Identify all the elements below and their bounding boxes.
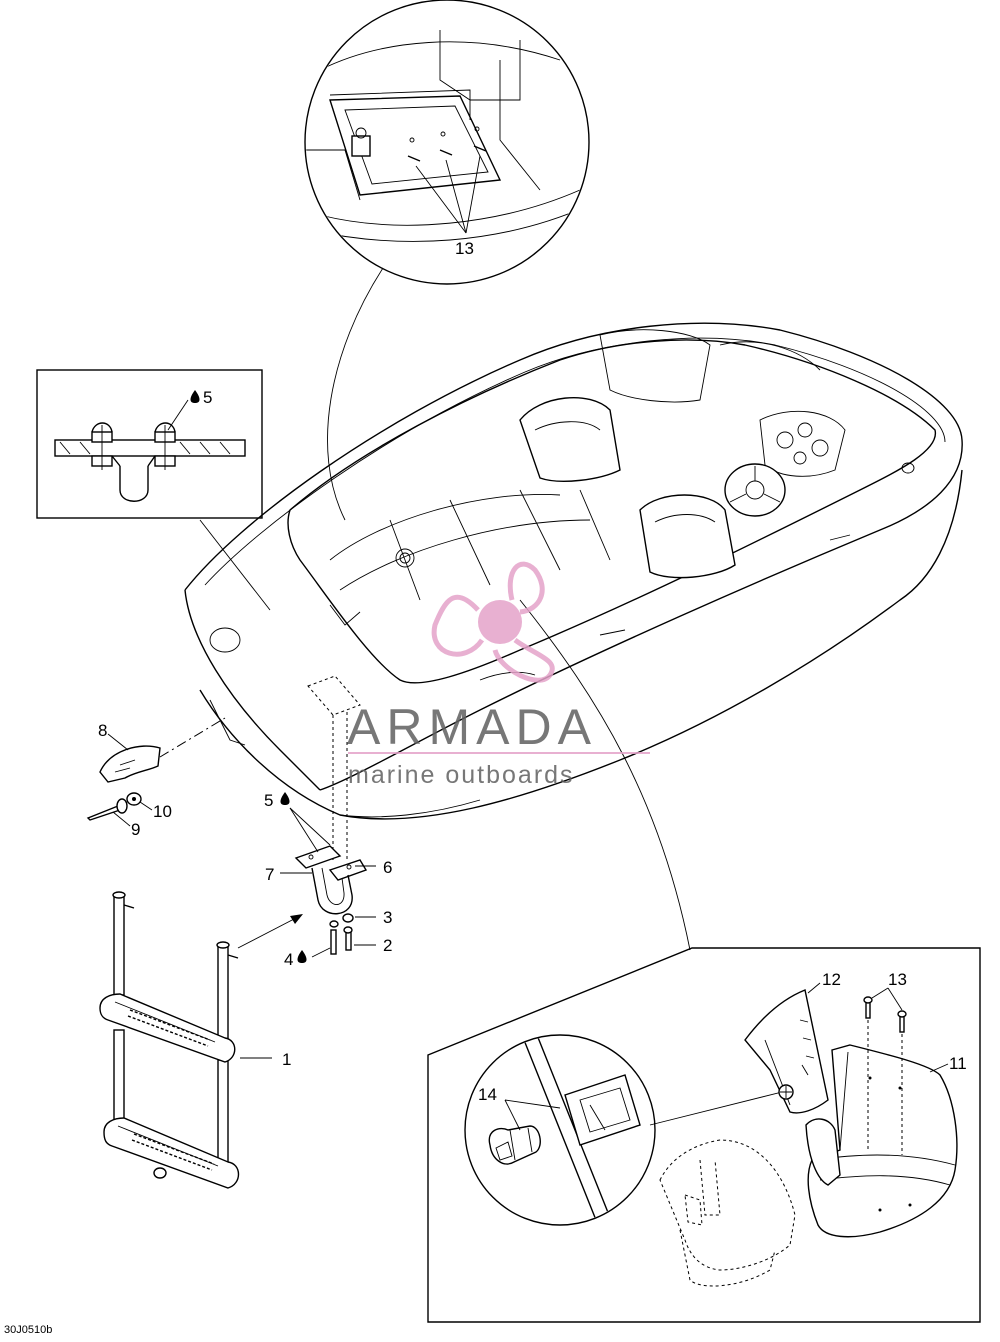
drop-icon bbox=[297, 950, 307, 963]
drop-icon bbox=[280, 792, 290, 805]
propeller-icon bbox=[431, 561, 555, 683]
callout-3: 3 bbox=[383, 908, 392, 927]
ladder-mount-plate bbox=[307, 675, 361, 860]
part-9-rivet: 9 bbox=[86, 798, 140, 839]
part-5-glue-callout: 5 bbox=[264, 791, 331, 853]
upper-step-grip bbox=[127, 1009, 211, 1047]
leader-top-detail bbox=[327, 267, 384, 521]
leader-bottom-detail bbox=[519, 599, 691, 951]
watermark-brand: ARMADA bbox=[347, 699, 597, 755]
callout-1: 1 bbox=[282, 1050, 291, 1069]
drawing-code: 30J0510b bbox=[4, 1324, 52, 1336]
callout-5-mid: 5 bbox=[264, 791, 273, 810]
callout-2: 2 bbox=[383, 936, 392, 955]
callout-9: 9 bbox=[131, 820, 140, 839]
part-11-cover: 11 bbox=[805, 1044, 967, 1238]
callout-12: 12 bbox=[822, 970, 841, 989]
callout-8: 8 bbox=[98, 721, 107, 740]
callout-4: 4 bbox=[284, 950, 293, 969]
callout-6: 6 bbox=[383, 858, 392, 877]
callout-11: 11 bbox=[949, 1054, 967, 1073]
leader-section-box bbox=[199, 519, 271, 611]
part-8-bumper: 8 bbox=[98, 717, 226, 783]
lower-step-grip bbox=[131, 1133, 215, 1171]
drop-icon bbox=[190, 390, 200, 403]
callout-13-bottom: 13 bbox=[888, 970, 907, 989]
callout-10: 10 bbox=[153, 802, 172, 821]
watermark: ARMADA marine outboards bbox=[347, 561, 650, 789]
console-outline-dotted bbox=[659, 1139, 796, 1287]
callout-13-top: 13 bbox=[455, 239, 474, 258]
callout-7: 7 bbox=[265, 865, 274, 884]
part-2-screw: 2 bbox=[343, 926, 392, 955]
part-13-screws: 13 bbox=[863, 970, 907, 1155]
assembly-arrow bbox=[237, 914, 303, 949]
part-1-ladder: 1 bbox=[99, 891, 291, 1189]
watermark-tagline: marine outboards bbox=[348, 761, 575, 789]
part-10-washer: 10 bbox=[126, 792, 172, 821]
part-12-panel: 12 bbox=[744, 970, 841, 1114]
callout-5-top: 5 bbox=[203, 388, 212, 407]
part-4-screw: 4 bbox=[284, 920, 339, 969]
part-3-washer: 3 bbox=[342, 908, 392, 927]
detail-box-section: 5 bbox=[36, 369, 263, 519]
detail-circle-top: 13 bbox=[304, 0, 590, 285]
detail-circle-14: 14 bbox=[464, 1034, 656, 1226]
boat-hull bbox=[184, 322, 963, 820]
part-6-7-bracket: 7 6 bbox=[265, 845, 392, 915]
callout-14: 14 bbox=[478, 1085, 497, 1104]
detail-box-console: 14 12 bbox=[427, 947, 981, 1323]
